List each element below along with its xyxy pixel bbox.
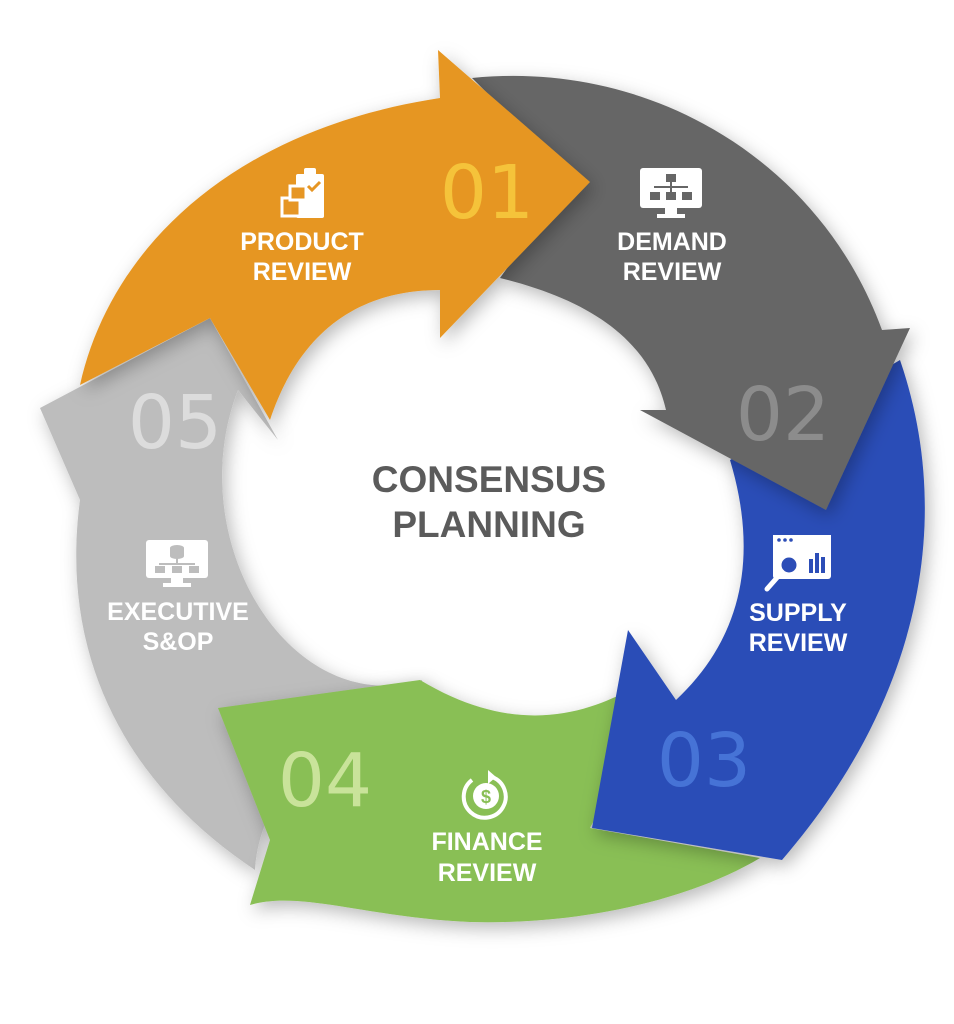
step-label-demand-review-line1: DEMAND: [617, 228, 727, 256]
browser-magnifier-chart-icon: [764, 535, 831, 592]
step-label-executive-sop-line2: S&OP: [143, 628, 214, 656]
svg-text:$: $: [481, 787, 491, 807]
step-number-05: 05: [128, 380, 222, 466]
segment-product-review: [80, 50, 590, 420]
step-number-01: 01: [440, 150, 534, 236]
step-label-product-review-line1: PRODUCT: [240, 228, 364, 256]
monitor-database-icon: [146, 540, 208, 587]
step-number-03: 03: [657, 718, 751, 804]
step-label-finance-review-line1: FINANCE: [431, 828, 542, 856]
step-number-02: 02: [736, 372, 830, 458]
step-label-supply-review-line2: REVIEW: [749, 629, 848, 657]
center-title-line1: CONSENSUS: [372, 459, 606, 500]
step-label-executive-sop-line1: EXECUTIVE: [107, 598, 249, 626]
step-label-product-review-line2: REVIEW: [253, 258, 352, 286]
dollar-cycle-icon: $: [461, 770, 508, 820]
monitor-hierarchy-icon: [640, 168, 702, 218]
segment-supply-review: [592, 360, 925, 860]
step-label-finance-review-line2: REVIEW: [438, 859, 537, 887]
clipboard-boxes-icon: [280, 168, 324, 218]
step-number-04: 04: [278, 738, 372, 824]
step-label-supply-review-line1: SUPPLY: [749, 599, 847, 627]
center-title-line2: PLANNING: [392, 504, 585, 545]
step-label-demand-review-line2: REVIEW: [623, 258, 722, 286]
